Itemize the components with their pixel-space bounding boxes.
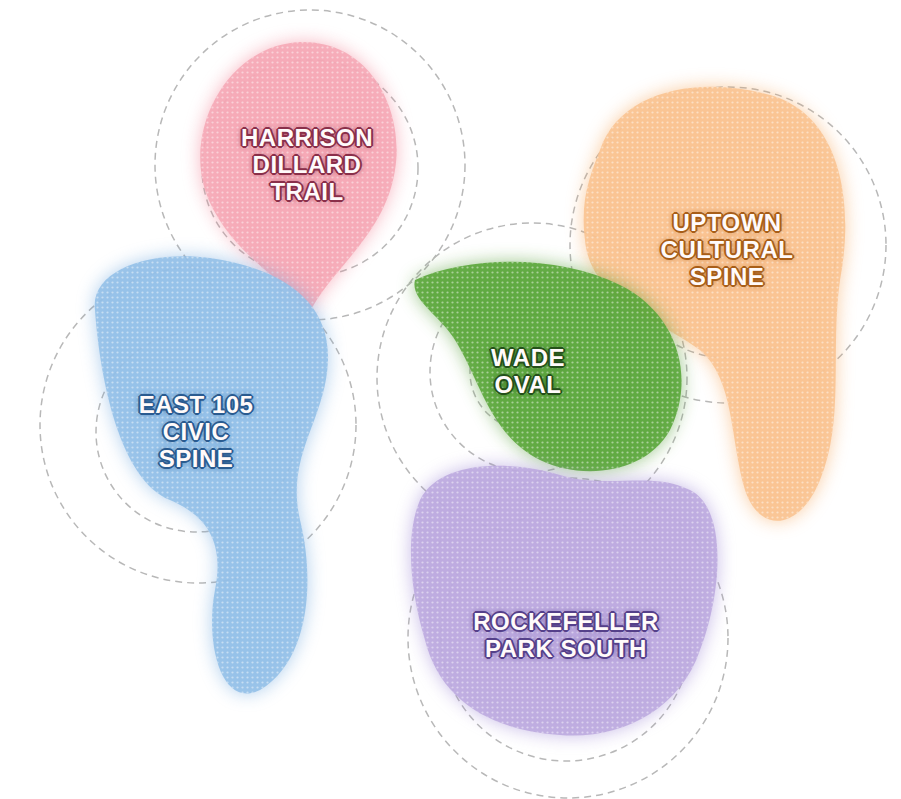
- blob-shape: [75, 240, 345, 710]
- blob-shape: [395, 450, 735, 750]
- area-label: WADE OVAL: [481, 345, 576, 399]
- area-label: EAST 105 CIVIC SPINE: [129, 392, 264, 473]
- area-blob: WADE OVAL: [395, 240, 700, 485]
- blob-texture: [414, 262, 681, 471]
- blob-fill: [411, 466, 718, 736]
- area-label: ROCKEFELLER PARK SOUTH: [454, 609, 679, 663]
- blob-glow: [95, 256, 328, 693]
- area-blob: ROCKEFELLER PARK SOUTH: [395, 450, 735, 750]
- dashed-rings: [40, 10, 886, 798]
- area-label: HARRISON DILLARD TRAIL: [225, 125, 390, 206]
- blob-fill: [414, 262, 681, 471]
- blob-glow: [414, 262, 681, 471]
- blob-fill: [95, 256, 328, 693]
- area-blob: EAST 105 CIVIC SPINE: [75, 240, 345, 710]
- blob-glow: [411, 466, 718, 736]
- blob-texture: [95, 256, 328, 693]
- blob-texture: [411, 466, 718, 736]
- area-label: UPTOWN CULTURAL SPINE: [642, 210, 812, 291]
